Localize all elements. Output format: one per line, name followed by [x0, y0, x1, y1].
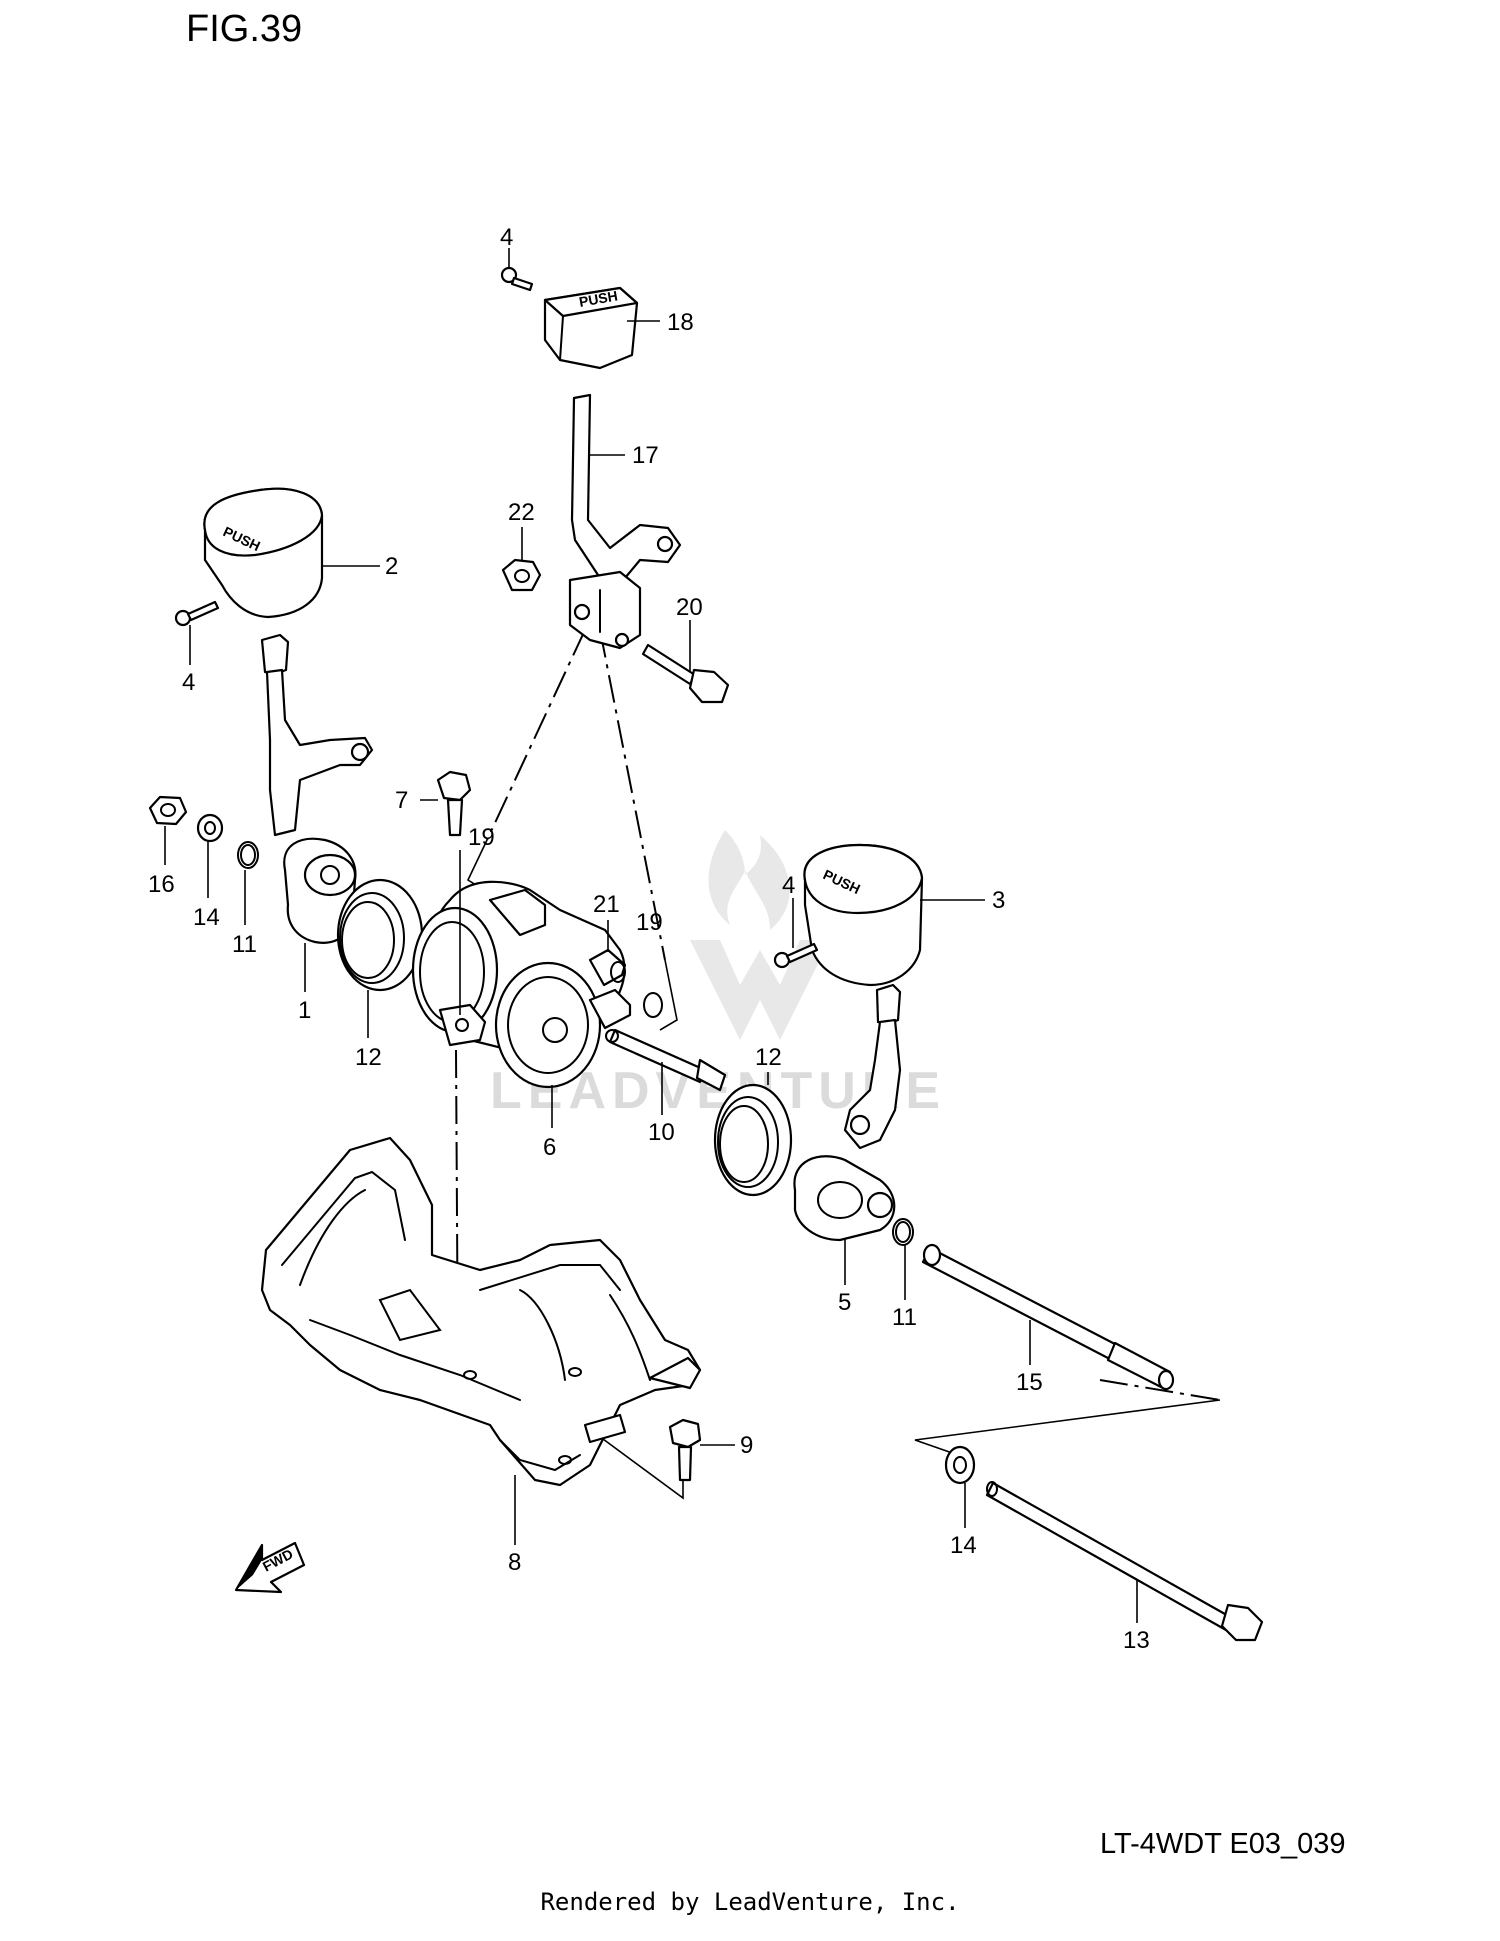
part-3-knob-right: PUSH: [803, 843, 924, 987]
leader-lines: [164, 248, 1138, 1623]
part-21-pin: [588, 948, 627, 987]
figure-title: FIG.39: [186, 8, 303, 50]
callout-19-left: 19: [468, 824, 495, 851]
callout-18: 18: [667, 309, 694, 336]
part-11-ring-right: [892, 1218, 914, 1246]
cap-18-label: PUSH: [578, 287, 619, 310]
callout-4-left: 4: [182, 669, 195, 696]
part-9-bolt: [668, 1418, 702, 1482]
render-credit: Rendered by LeadVenture, Inc.: [540, 1888, 960, 1916]
part-7-bolt: [436, 770, 472, 837]
callout-4-right: 4: [782, 872, 795, 899]
callout-7: 7: [395, 787, 408, 814]
callout-10: 10: [648, 1119, 675, 1146]
callout-13: 13: [1123, 1627, 1150, 1654]
callout-22: 22: [508, 499, 535, 526]
part-4-screw-top: [500, 266, 534, 292]
callout-21: 21: [593, 891, 620, 918]
callout-8: 8: [508, 1549, 521, 1576]
callout-11-right: 11: [892, 1304, 917, 1331]
part-15-shaft: [921, 1243, 1175, 1391]
callout-6: 6: [543, 1134, 556, 1161]
callout-20: 20: [676, 594, 703, 621]
part-14-washer-right: [944, 1445, 976, 1485]
part-17-lever: [568, 393, 682, 650]
part-4-screw-left: [174, 600, 220, 627]
part-11-ring-left: [237, 841, 259, 869]
part-13-bolt: [985, 1481, 1264, 1642]
part-10-shaft: [605, 1028, 727, 1092]
part-22-nut: [501, 558, 542, 592]
callout-19-right: 19: [636, 909, 663, 936]
part-12-ring-right: [713, 1083, 793, 1197]
callout-16: 16: [148, 871, 175, 898]
callout-14-right: 14: [950, 1532, 977, 1559]
callout-1: 1: [298, 997, 311, 1024]
part-20-bolt: [641, 643, 730, 704]
callout-14-left: 14: [193, 904, 220, 931]
callout-17: 17: [632, 442, 659, 469]
part-19-clip-right: [643, 992, 663, 1018]
part-2-knob-left: PUSH: [203, 487, 324, 619]
callout-5: 5: [838, 1289, 851, 1316]
callout-12-left: 12: [355, 1044, 382, 1071]
part-4-screw-right: [773, 942, 819, 969]
part-5-arm-right: [793, 983, 902, 1242]
callout-3: 3: [992, 887, 1005, 914]
callout-9: 9: [740, 1432, 753, 1459]
part-6-housing: [411, 880, 632, 1089]
callout-12-right: 12: [755, 1044, 782, 1071]
part-12-ring-left: [336, 878, 424, 992]
callout-2: 2: [385, 553, 398, 580]
part-1-arm-left: [260, 633, 374, 944]
part-8-bracket: [260, 1136, 702, 1487]
callout-4-top: 4: [500, 224, 513, 251]
callout-15: 15: [1016, 1369, 1043, 1396]
callout-11-left: 11: [232, 931, 257, 958]
model-code: LT-4WDT E03_039: [1100, 1828, 1346, 1860]
callout-labels: 4 18 17 22 2 20 4 7 19 16 14 11 1 12 21 …: [148, 224, 1150, 1654]
fwd-arrow-icon: FWD: [234, 1541, 306, 1594]
part-14-washer-left: [196, 813, 224, 843]
part-18-cap: PUSH: [543, 286, 639, 370]
part-16-nut: [148, 795, 188, 826]
